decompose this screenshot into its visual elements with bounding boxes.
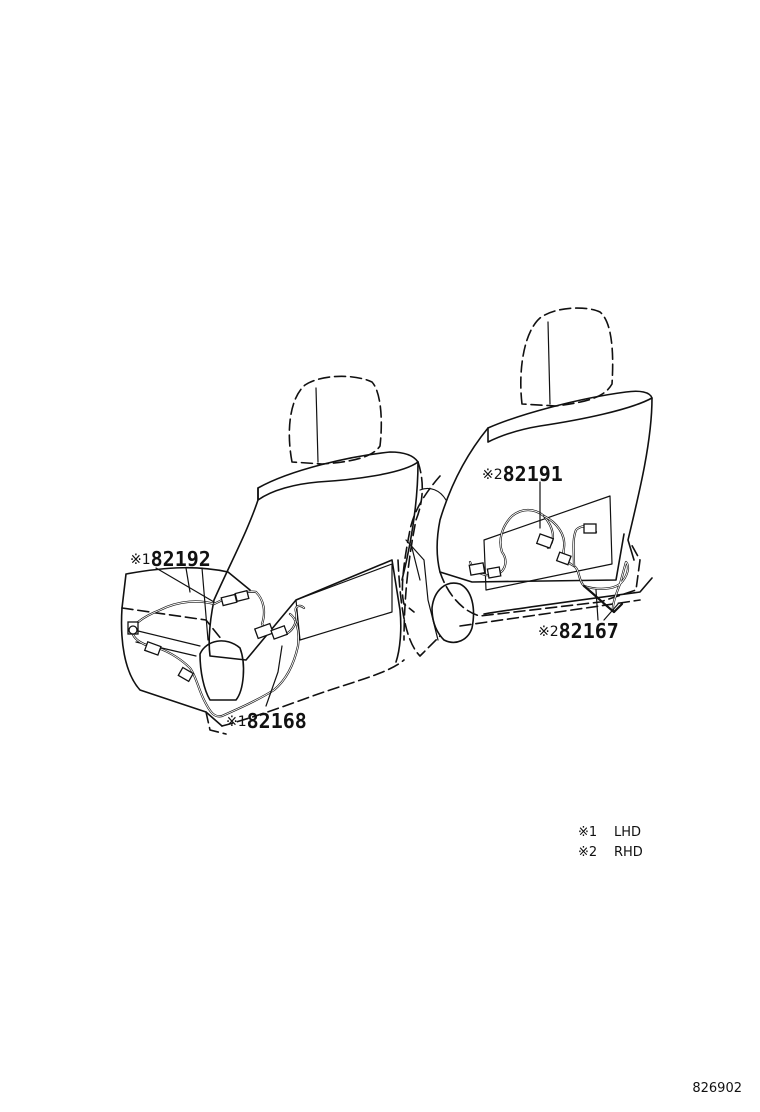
right-seat-backrest: [436, 397, 653, 583]
right-seat-back-panel: [483, 495, 613, 591]
left-seat-back-panel: [295, 563, 393, 641]
label-82191-mark: ※2: [482, 467, 503, 483]
left-leader-lines: [155, 567, 283, 707]
legend-code-2: ※2: [578, 845, 598, 860]
left-wire-harness: [127, 589, 306, 718]
right-leader-lines: [539, 481, 619, 621]
legend-row-1: ※1 LHD: [578, 826, 641, 839]
label-82168-number: 82168: [246, 709, 307, 733]
label-82191-number: 82191: [502, 462, 563, 486]
right-seat-headrest: [520, 307, 614, 407]
figure-id: 826902: [692, 1081, 742, 1096]
label-82167: ※282167: [538, 621, 619, 641]
legend-code-1: ※1: [578, 825, 598, 840]
label-82192-mark: ※1: [130, 552, 151, 568]
left-seat-cushion: [120, 566, 251, 727]
label-82167-mark: ※2: [538, 624, 559, 640]
left-seat-headrest: [288, 375, 383, 465]
label-82168: ※182168: [226, 711, 307, 731]
legend-text-1: LHD: [614, 825, 642, 840]
left-seat: [120, 375, 424, 735]
label-82191: ※282191: [482, 464, 563, 484]
label-82192-number: 82192: [150, 547, 211, 571]
right-wire-harness: [468, 508, 630, 614]
legend-text-2: RHD: [614, 845, 643, 860]
label-82192: ※182192: [130, 549, 211, 569]
label-82168-mark: ※1: [226, 714, 247, 730]
left-seat-backrest: [208, 461, 419, 663]
label-82167-number: 82167: [558, 619, 619, 643]
right-seat: [397, 307, 653, 657]
legend-row-2: ※2 RHD: [578, 846, 643, 859]
